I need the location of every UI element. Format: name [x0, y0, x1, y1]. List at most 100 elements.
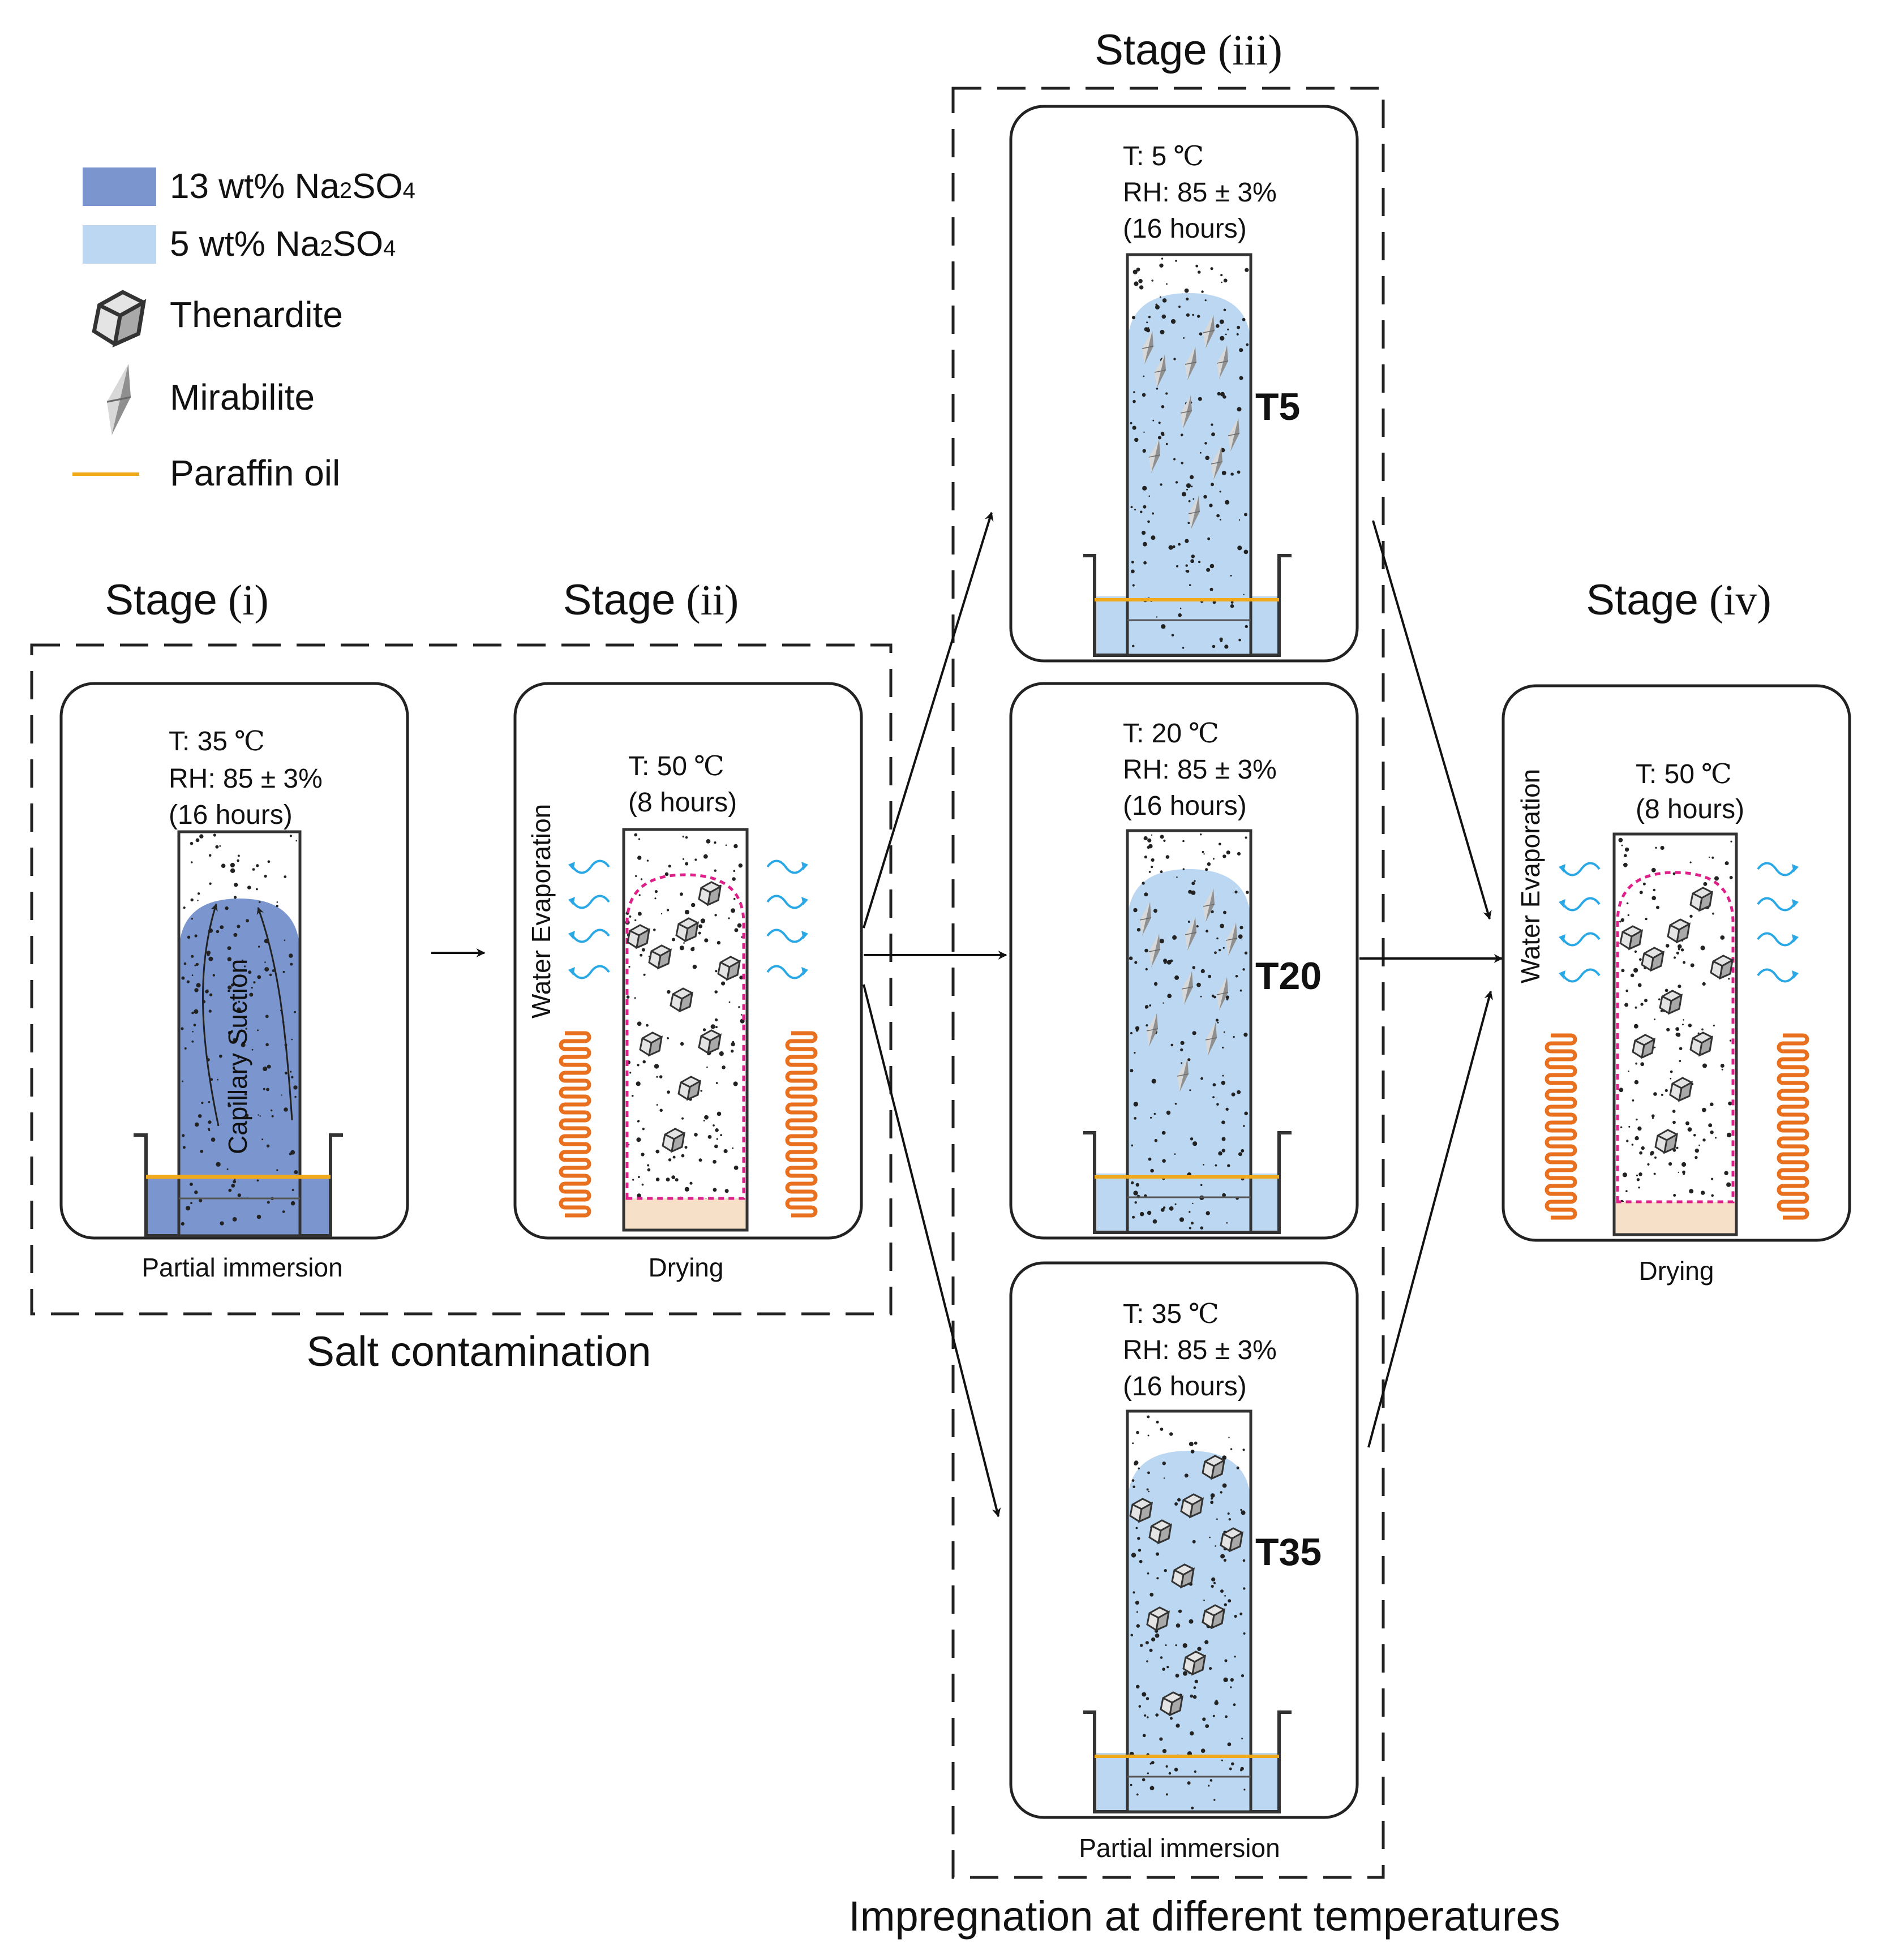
texture-dot — [1162, 298, 1167, 303]
texture-dot — [1715, 1137, 1717, 1139]
texture-dot — [1242, 968, 1245, 971]
texture-dot — [1156, 1420, 1159, 1424]
texture-dot — [1208, 974, 1212, 978]
texture-dot — [1233, 1703, 1236, 1707]
texture-dot — [1190, 475, 1194, 479]
texture-dot — [244, 1093, 247, 1096]
texture-dot — [1244, 951, 1248, 955]
texture-dot — [1210, 1493, 1215, 1498]
texture-dot — [225, 906, 229, 910]
texture-dot — [1132, 269, 1138, 274]
texture-dot — [248, 970, 252, 974]
texture-dot — [264, 961, 266, 963]
texture-dot — [732, 877, 736, 881]
texture-dot — [231, 983, 234, 987]
texture-dot — [1146, 321, 1148, 324]
texture-dot — [195, 962, 199, 966]
texture-dot — [1689, 914, 1693, 918]
texture-dot — [1200, 1077, 1203, 1080]
texture-dot — [704, 938, 709, 943]
texture-dot — [1670, 1077, 1672, 1080]
texture-dot — [1139, 285, 1144, 290]
texture-dot — [654, 897, 657, 900]
texture-dot — [258, 1114, 259, 1116]
texture-dot — [1639, 1151, 1643, 1155]
texture-dot — [1135, 1601, 1139, 1605]
texture-dot — [1181, 492, 1186, 497]
texture-dot — [714, 1144, 718, 1149]
texture-dot — [1211, 423, 1213, 426]
texture-dot — [1645, 917, 1648, 921]
texture-dot — [1145, 1641, 1149, 1645]
texture-dot — [294, 1095, 297, 1098]
texture-dot — [1672, 872, 1676, 875]
texture-dot — [1134, 281, 1139, 286]
texture-dot — [1222, 1074, 1224, 1077]
texture-dot — [1178, 613, 1182, 617]
impregnation-label: Impregnation at different temperatures — [848, 1893, 1560, 1940]
texture-dot — [634, 997, 636, 999]
texture-dot — [1191, 485, 1193, 488]
texture-dot — [1211, 1584, 1214, 1588]
texture-dot — [1151, 834, 1153, 836]
texture-dot — [740, 1014, 743, 1016]
texture-dot — [1244, 1111, 1248, 1116]
texture-dot — [1228, 1437, 1230, 1438]
texture-dot — [1145, 968, 1148, 971]
texture-dot — [1161, 314, 1166, 319]
t35-duration: (16 hours) — [1123, 1372, 1247, 1402]
texture-dot — [1189, 1211, 1191, 1213]
t20-humidity: RH: 85 ± 3% — [1123, 755, 1277, 785]
texture-dot — [1197, 315, 1200, 318]
texture-dot — [263, 1066, 268, 1072]
texture-dot — [1642, 882, 1646, 886]
texture-dot — [1683, 961, 1686, 964]
texture-dot — [284, 1107, 288, 1112]
texture-dot — [227, 946, 231, 951]
texture-dot — [1239, 989, 1242, 992]
stage-iv-specimen — [1612, 832, 1738, 1236]
legend-label-thenardite: Thenardite — [170, 294, 343, 335]
texture-dot — [1631, 1144, 1634, 1146]
texture-dot — [646, 1024, 649, 1027]
texture-dot — [1172, 935, 1177, 940]
texture-dot — [1186, 297, 1189, 301]
texture-dot — [187, 935, 191, 939]
texture-dot — [237, 1009, 241, 1013]
texture-dot — [635, 875, 637, 878]
texture-dot — [1672, 1110, 1676, 1113]
texture-dot — [1711, 856, 1714, 859]
texture-dot — [1622, 1172, 1627, 1177]
texture-dot — [1185, 570, 1189, 573]
texture-dot — [237, 925, 241, 929]
texture-dot — [1156, 1577, 1159, 1580]
texture-dot — [1142, 485, 1147, 491]
texture-dot — [684, 1187, 689, 1192]
texture-dot — [1237, 470, 1241, 474]
texture-dot — [638, 838, 641, 840]
texture-dot — [182, 1134, 185, 1137]
texture-dot — [706, 1066, 708, 1068]
texture-dot — [244, 1114, 249, 1117]
texture-dot — [1685, 1121, 1689, 1125]
texture-dot — [213, 833, 216, 837]
texture-dot — [1217, 1021, 1219, 1024]
texture-dot — [252, 868, 255, 871]
texture-dot — [182, 1080, 184, 1082]
texture-dot — [1159, 263, 1164, 268]
t5-duration: (16 hours) — [1123, 214, 1247, 244]
texture-dot — [683, 942, 685, 944]
texture-dot — [1148, 495, 1151, 497]
texture-dot — [1215, 1545, 1216, 1547]
texture-dot — [228, 1103, 231, 1108]
texture-dot — [1174, 1153, 1176, 1155]
texture-dot — [1144, 948, 1148, 953]
texture-dot — [1720, 935, 1725, 940]
texture-dot — [1151, 280, 1153, 282]
texture-dot — [1142, 1734, 1146, 1738]
texture-dot — [1161, 1131, 1166, 1135]
texture-dot — [190, 861, 193, 863]
texture-dot — [1161, 257, 1164, 260]
texture-dot — [291, 1038, 293, 1041]
texture-dot — [1143, 541, 1147, 547]
